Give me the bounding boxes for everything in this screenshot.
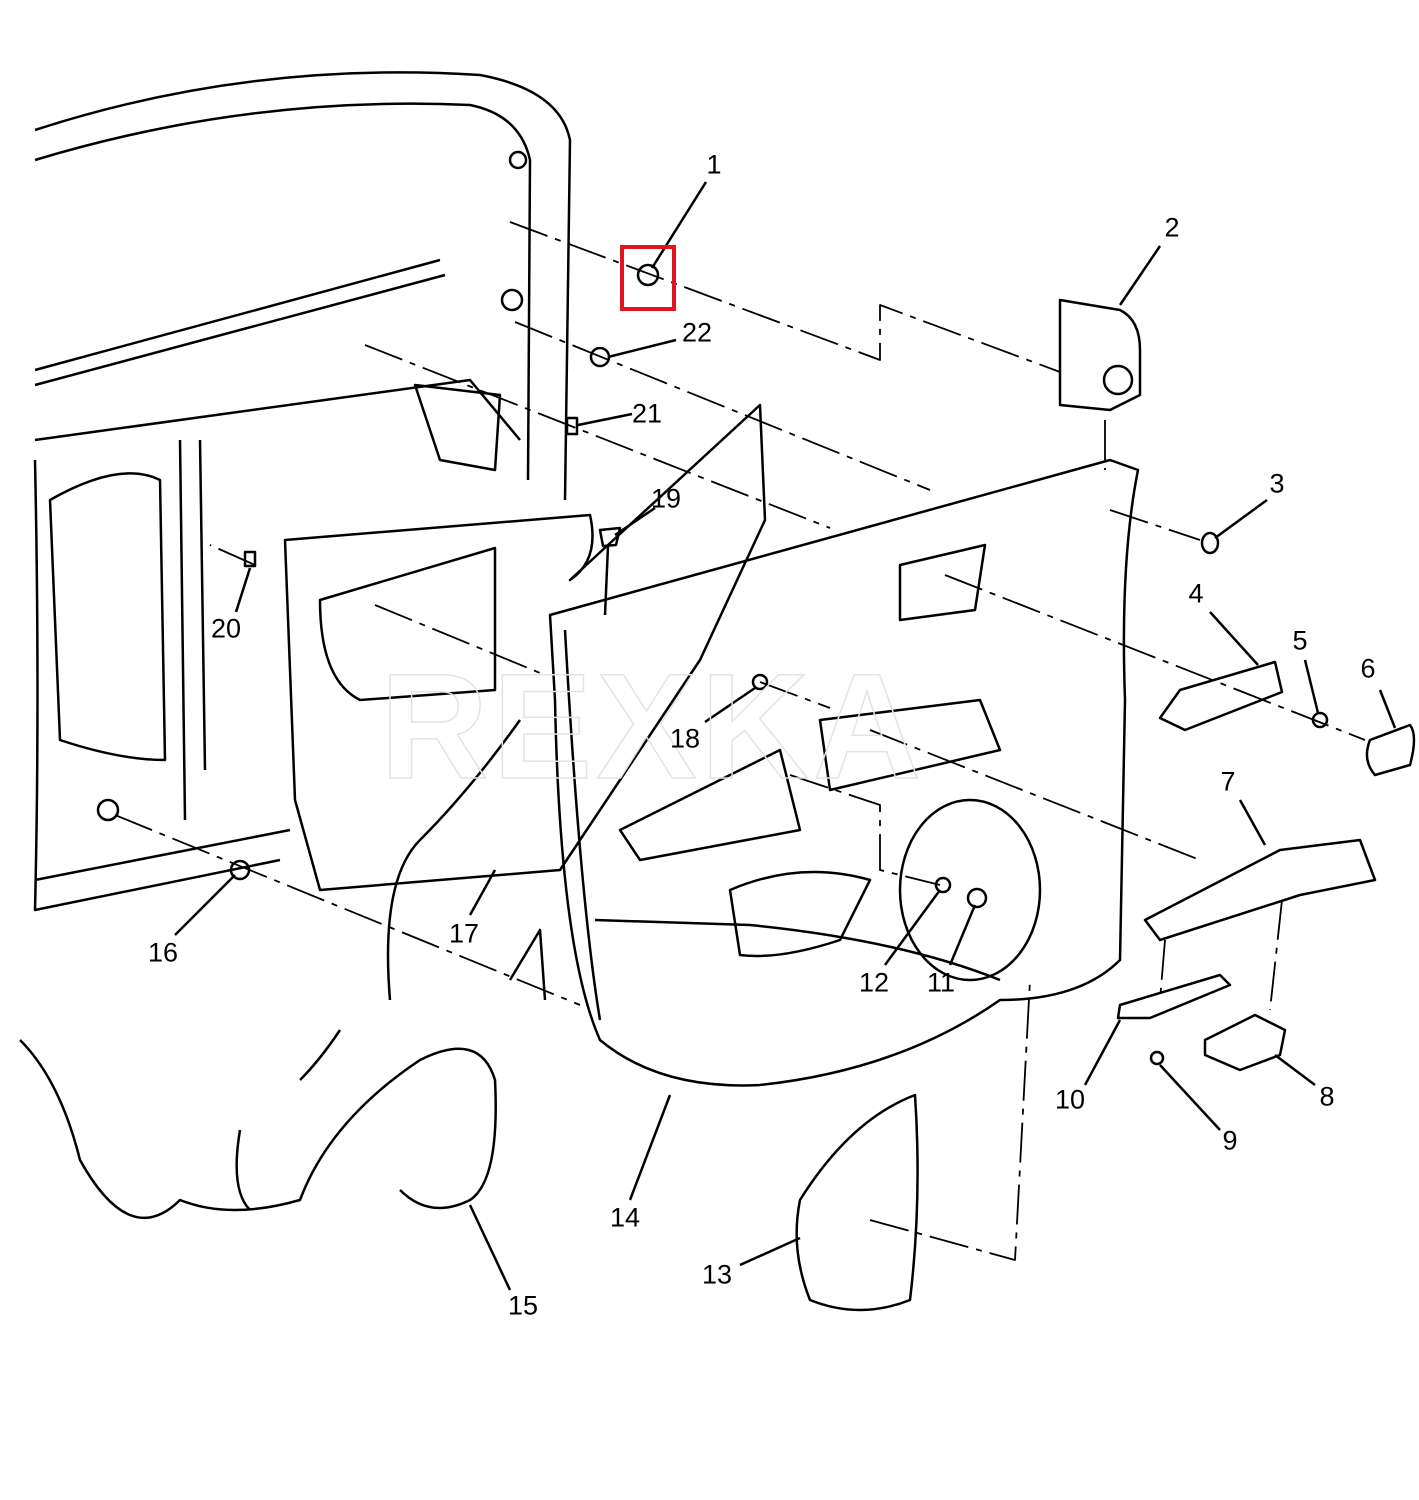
part-19-retainer bbox=[598, 526, 622, 616]
callout-16: 16 bbox=[147, 937, 179, 968]
callout-22: 22 bbox=[681, 317, 713, 348]
part-6-cover bbox=[1365, 723, 1416, 777]
part-12-screw bbox=[934, 876, 952, 894]
callout-8: 8 bbox=[1319, 1081, 1335, 1112]
water-deflector bbox=[283, 403, 767, 892]
callout-2: 2 bbox=[1164, 212, 1180, 243]
callout-7: 7 bbox=[1220, 766, 1236, 797]
callout-5: 5 bbox=[1292, 625, 1308, 656]
callout-13: 13 bbox=[701, 1259, 733, 1290]
part-13-insulator bbox=[795, 1093, 919, 1312]
part-20-clip bbox=[243, 550, 257, 568]
part-9-screw bbox=[1149, 1050, 1165, 1066]
callout-14: 14 bbox=[609, 1202, 641, 1233]
part-18-screw bbox=[751, 673, 769, 691]
part-10-bracket bbox=[1116, 973, 1232, 1020]
callout-3: 3 bbox=[1269, 468, 1285, 499]
leader-lines bbox=[174, 181, 1397, 1291]
part-1-nut bbox=[636, 263, 660, 287]
callout-11: 11 bbox=[926, 967, 956, 998]
assembly-lines bbox=[114, 221, 1366, 1261]
callout-18: 18 bbox=[669, 723, 701, 754]
callout-1: 1 bbox=[706, 149, 722, 180]
callout-15: 15 bbox=[507, 1290, 539, 1321]
callout-9: 9 bbox=[1222, 1125, 1238, 1156]
watermark: REXKA bbox=[379, 641, 926, 811]
callout-6: 6 bbox=[1360, 653, 1376, 684]
part-21-clip bbox=[565, 416, 579, 436]
door-inner-frame bbox=[33, 71, 572, 912]
callout-20: 20 bbox=[210, 613, 242, 644]
door-trim-panel bbox=[548, 458, 1140, 1087]
callout-4: 4 bbox=[1188, 578, 1204, 609]
highlight-box-part-1 bbox=[620, 245, 676, 311]
part-3-plug bbox=[1200, 531, 1220, 555]
part-2-bezel bbox=[1058, 298, 1142, 412]
callout-19: 19 bbox=[650, 483, 682, 514]
deflector-cutout bbox=[318, 546, 497, 702]
callout-21: 21 bbox=[631, 398, 663, 429]
part-7-armrest bbox=[1143, 838, 1377, 942]
part-15-wiring-harness bbox=[19, 719, 547, 1220]
part-8-switch bbox=[1203, 1013, 1287, 1072]
callout-12: 12 bbox=[858, 967, 890, 998]
callout-10: 10 bbox=[1054, 1084, 1086, 1115]
part-4-handle bbox=[1158, 660, 1284, 732]
callout-17: 17 bbox=[448, 918, 480, 949]
part-11-nut bbox=[966, 887, 988, 909]
